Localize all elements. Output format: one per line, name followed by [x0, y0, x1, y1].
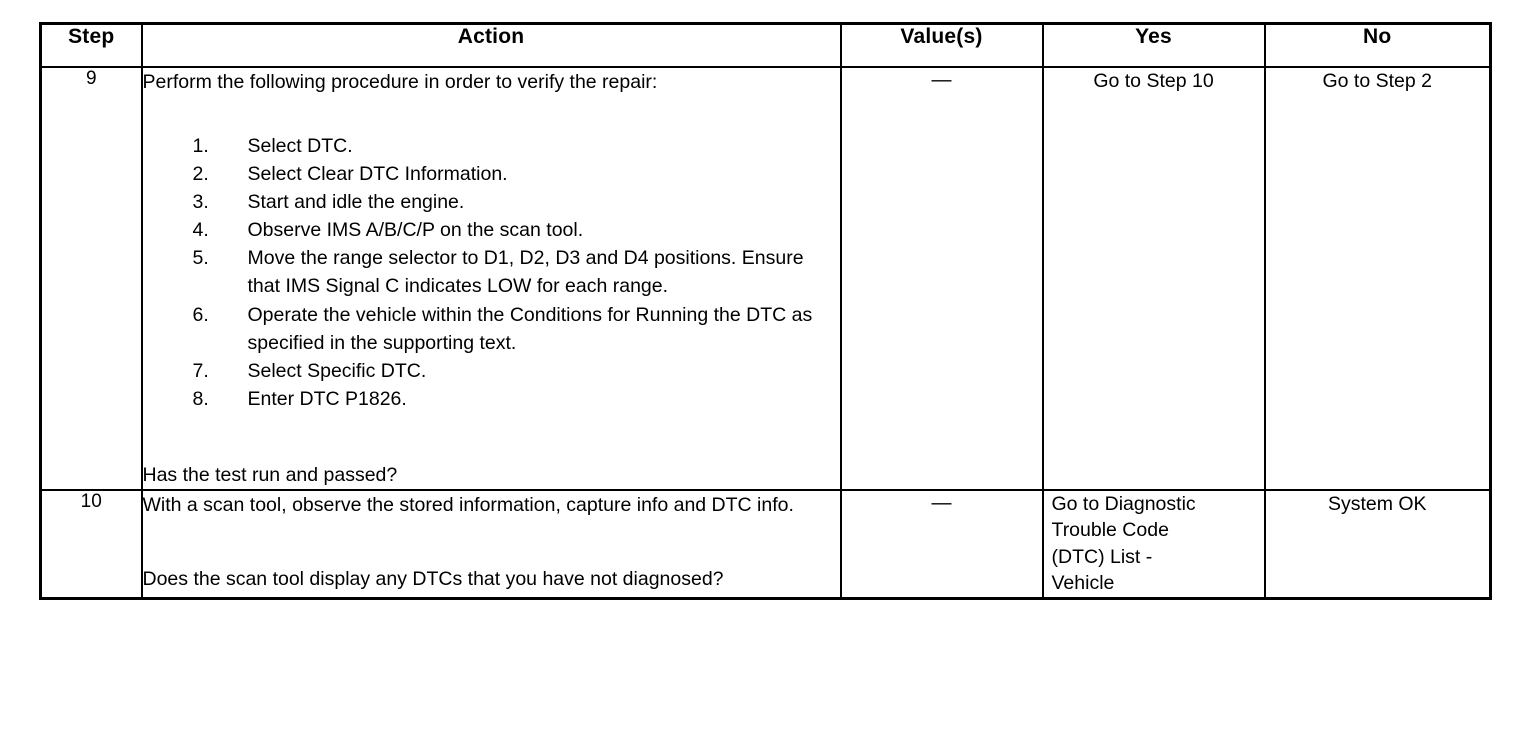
list-item: 6. Operate the vehicle within the Condit… — [143, 301, 840, 357]
list-item-number: 4. — [192, 219, 209, 242]
column-header-no: No — [1263, 22, 1492, 68]
column-header-action: Action — [140, 22, 842, 68]
yes-line: Trouble Code — [1051, 519, 1169, 542]
yes-cell: Go to Diagnostic Trouble Code (DTC) List… — [1041, 488, 1266, 600]
list-item-label: Start and idle the engine. — [247, 191, 465, 214]
action-cell: Perform the following procedure in order… — [140, 66, 842, 491]
table-row: 10 With a scan tool, observe the stored … — [39, 488, 1492, 600]
table-header-row: Step Action Value(s) Yes No — [39, 22, 1492, 68]
column-header-yes: Yes — [1041, 22, 1266, 68]
yes-line: Go to Diagnostic — [1051, 492, 1196, 515]
yes-text-block: Go to Diagnostic Trouble Code (DTC) List… — [1052, 491, 1264, 597]
procedure-list: 1. Select DTC. 2. Select Clear DTC Infor… — [143, 132, 840, 413]
action-cell: With a scan tool, observe the stored inf… — [140, 488, 842, 600]
yes-cell: Go to Step 10 — [1041, 66, 1266, 491]
column-header-value: Value(s) — [839, 22, 1044, 68]
list-item-number: 7. — [192, 359, 209, 382]
value-cell: — — [839, 488, 1044, 600]
step-number-cell: 9 — [39, 66, 143, 491]
list-item-number: 1. — [192, 135, 209, 158]
table-row: 9 Perform the following procedure in ord… — [39, 66, 1492, 491]
list-item-label: Enter DTC P1826. — [247, 387, 407, 410]
table-body: 9 Perform the following procedure in ord… — [39, 66, 1492, 600]
list-item-label: Select DTC. — [247, 135, 353, 158]
list-item: 2. Select Clear DTC Information. — [143, 160, 840, 188]
column-header-step: Step — [39, 22, 143, 68]
no-cell: System OK — [1263, 488, 1492, 600]
list-item-number: 6. — [192, 303, 209, 326]
list-item-number: 3. — [192, 191, 209, 214]
table-header: Step Action Value(s) Yes No — [39, 22, 1492, 68]
list-item: 5. Move the range selector to D1, D2, D3… — [143, 244, 840, 300]
value-cell: — — [839, 66, 1044, 491]
action-question-text: Does the scan tool display any DTCs that… — [142, 568, 724, 591]
list-item: 7. Select Specific DTC. — [143, 357, 840, 385]
list-item-number: 5. — [192, 247, 209, 270]
list-item-number: 8. — [192, 387, 209, 410]
diagnostic-procedure-table: Step Action Value(s) Yes No 9 Perform th… — [39, 22, 1492, 600]
list-item: 1. Select DTC. — [143, 132, 840, 160]
yes-line: (DTC) List - — [1051, 545, 1153, 568]
action-question-text: Has the test run and passed? — [142, 463, 398, 486]
step-number-cell: 10 — [39, 488, 143, 600]
list-item-label: Observe IMS A/B/C/P on the scan tool. — [247, 219, 584, 242]
list-item: 8. Enter DTC P1826. — [143, 385, 840, 413]
list-item-label: Move the range selector to D1, D2, D3 an… — [247, 247, 804, 298]
list-item-label: Operate the vehicle within the Condition… — [247, 303, 813, 354]
action-intro-text: Perform the following procedure in order… — [142, 71, 658, 93]
list-item-label: Select Specific DTC. — [247, 359, 427, 382]
action-spacer — [143, 519, 840, 565]
list-item-label: Select Clear DTC Information. — [247, 163, 508, 186]
no-cell: Go to Step 2 — [1263, 66, 1492, 491]
yes-line: Vehicle — [1051, 572, 1115, 595]
action-statement-text: With a scan tool, observe the stored inf… — [142, 493, 794, 516]
list-item-number: 2. — [192, 163, 209, 186]
list-item: 4. Observe IMS A/B/C/P on the scan tool. — [143, 216, 840, 244]
list-item: 3. Start and idle the engine. — [143, 188, 840, 216]
